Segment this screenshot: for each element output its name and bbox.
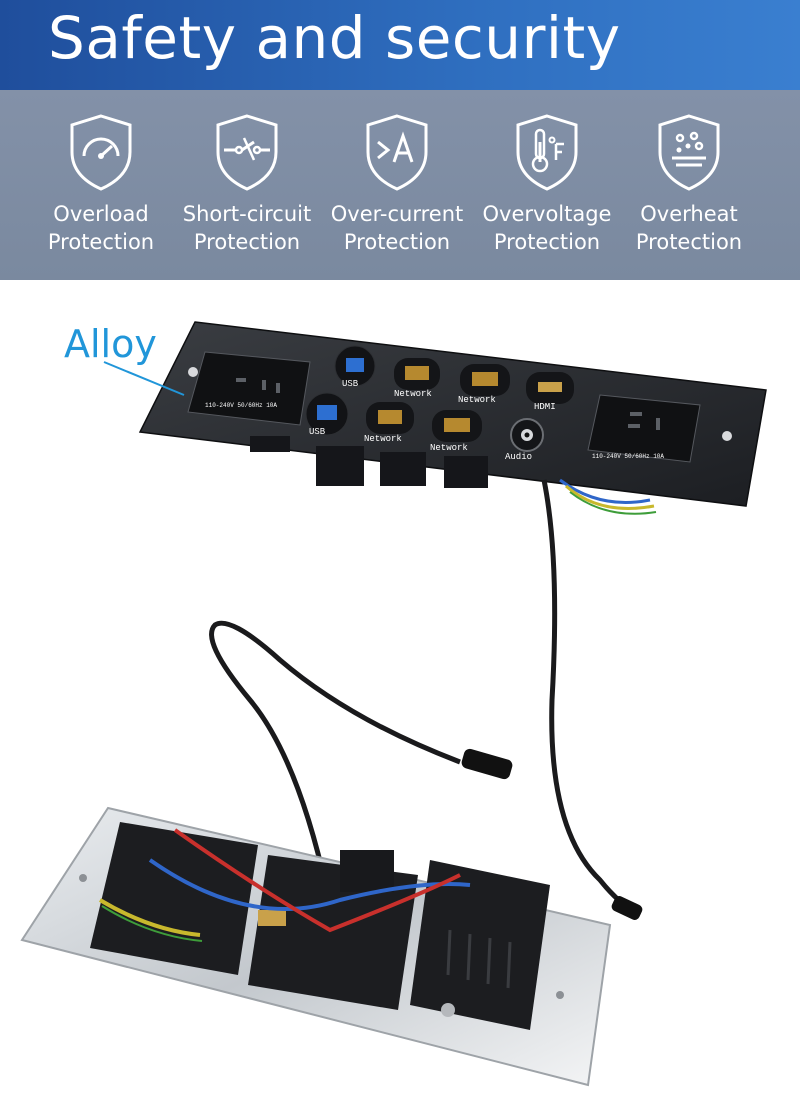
- gauge-shield-icon: [70, 114, 132, 191]
- page-title: Safety and security: [48, 4, 621, 72]
- usb-label: USB: [342, 379, 359, 389]
- network-label: Network: [430, 443, 468, 453]
- hdmi-label: HDMI: [534, 402, 556, 412]
- audio-port: [510, 418, 544, 452]
- ampere-shield-icon: [366, 114, 428, 191]
- rating-label: 110-240V 50/60Hz 10A: [592, 453, 664, 460]
- cable-left: [209, 620, 461, 906]
- cable-connector: [611, 896, 643, 920]
- material-label: Alloy: [64, 322, 157, 366]
- product-photo: USB USB Network Network Network Network …: [20, 321, 767, 1087]
- back-plate: [20, 806, 612, 1087]
- usb-label: USB: [309, 427, 326, 437]
- power-socket-right: [587, 394, 701, 463]
- hdmi-port: [526, 372, 574, 404]
- cable-connector: [461, 748, 513, 780]
- network-port: [432, 410, 482, 442]
- network-port: [460, 364, 510, 396]
- alloy-panel: USB USB Network Network Network Network …: [138, 321, 767, 515]
- network-label: Network: [394, 389, 432, 399]
- rating-label: 110-240V 50/60Hz 10A: [205, 402, 277, 409]
- socket-module-right: [410, 860, 550, 1030]
- network-port: [394, 358, 440, 390]
- alloy-pointer: [103, 361, 185, 396]
- power-socket-left: [187, 351, 311, 426]
- title-banner: Safety and security: [0, 0, 800, 90]
- audio-label: Audio: [505, 452, 532, 462]
- cable-right: [541, 479, 642, 918]
- heat-shield-icon: [658, 114, 720, 191]
- network-label: Network: [458, 395, 496, 405]
- network-port: [366, 402, 414, 434]
- network-label: Network: [364, 434, 402, 444]
- thermometer-shield-icon: [516, 114, 578, 191]
- socket-module-left: [90, 822, 258, 975]
- circuit-shield-icon: [216, 114, 278, 191]
